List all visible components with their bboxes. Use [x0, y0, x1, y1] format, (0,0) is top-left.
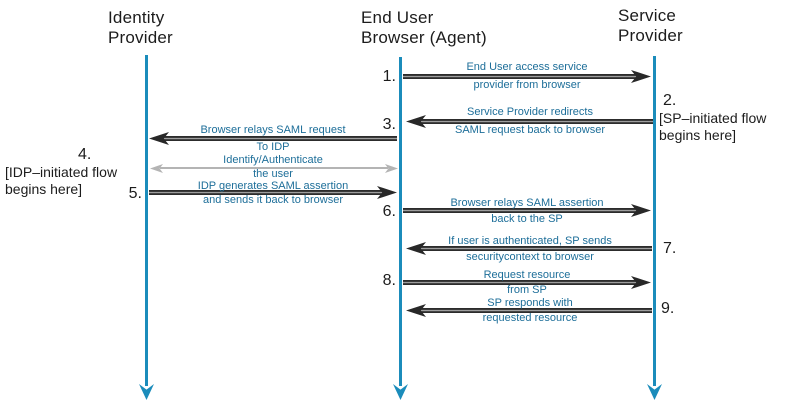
message-6-label-line2: back to the SP [491, 213, 563, 225]
actor-identity-provider-label: Identity Provider [108, 8, 173, 48]
lifeline-end-user-browser [399, 57, 402, 386]
message-arrow-2-shaft [418, 119, 653, 124]
actor-service-provider-line1: Service [618, 6, 677, 25]
actor-end-user-browser-line1: End User [361, 8, 434, 27]
message-arrow-3 [149, 132, 397, 145]
message-7-label-line1: If user is authenticated, SP sends [448, 235, 612, 247]
lifeline-service-provider [653, 56, 656, 386]
message-5-label-line2: and sends it back to browser [202, 194, 344, 206]
auth-arrow-arrowhead-right-icon [385, 164, 398, 173]
message-9-label-line1: SP responds with [487, 297, 573, 309]
step-number-3: 3. [382, 116, 396, 133]
lifeline-end-user-browser-arrow-down-icon [393, 384, 408, 400]
message-6-label-line1: Browser relays SAML assertion [450, 197, 604, 209]
message-8-label-line2: from SP [507, 284, 547, 296]
message-arrow-7 [406, 242, 652, 255]
actor-service-provider-label: Service Provider [618, 6, 683, 46]
message-3-label-line1: Browser relays SAML request [200, 124, 346, 136]
message-arrow-1 [403, 70, 651, 83]
step-number-1: 1. [382, 68, 396, 85]
message-arrow-2 [406, 115, 653, 128]
message-arrow-5 [149, 186, 397, 199]
annotation-idp-initiated-line1: [IDP–initiated flow [5, 164, 118, 180]
actor-identity-provider-line1: Identity [108, 8, 165, 27]
actor-end-user-browser-line2: Browser (Agent) [361, 28, 487, 47]
message-arrow-3-shaft [161, 136, 397, 141]
message-arrow-8 [403, 276, 651, 289]
message-5-label-line1: IDP generates SAML assertion [197, 180, 349, 192]
message-7-label-line2: securitycontext to browser [466, 251, 594, 263]
step-number-4: 4. [78, 146, 92, 163]
auth-label-line2: the user [253, 168, 293, 180]
annotation-sp-initiated-line2: begins here] [659, 127, 737, 143]
actor-identity-provider-line2: Provider [108, 28, 173, 47]
step-number-8: 8. [382, 272, 396, 289]
actor-service-provider-line2: Provider [618, 26, 683, 45]
message-arrow-6-shaft [403, 208, 639, 213]
message-8-label-line1: Request resource [483, 269, 571, 281]
message-9-label-line2: requested resource [482, 312, 578, 324]
actor-end-user-browser-label: End User Browser (Agent) [361, 8, 487, 48]
message-arrow-8-shaft [403, 280, 639, 285]
message-arrow-6 [403, 204, 651, 217]
auth-arrow [150, 163, 398, 173]
auth-arrow-arrowhead-left-icon [150, 164, 163, 173]
annotation-sp-initiated: [SP–initiated flow begins here] [659, 110, 766, 144]
lifeline-service-provider-arrow-down-icon [647, 384, 662, 400]
message-2-label-line1: Service Provider redirects [467, 106, 593, 118]
lifeline-identity-provider [145, 55, 148, 386]
step-number-2: 2. [663, 92, 677, 109]
step-number-7: 7. [663, 240, 677, 257]
annotation-idp-initiated: [IDP–initiated flow begins here] [5, 164, 117, 198]
step-number-6: 6. [382, 203, 396, 220]
message-arrow-1-shaft [403, 74, 639, 79]
annotation-idp-initiated-line2: begins here] [5, 181, 83, 197]
message-arrow-7-shaft [418, 246, 652, 251]
message-1-label-line2: provider from browser [473, 79, 581, 91]
auth-arrow-shaft [160, 167, 388, 169]
message-2-label-line2: SAML request back to browser [455, 124, 605, 136]
annotation-sp-initiated-line1: [SP–initiated flow [659, 110, 767, 126]
auth-label-line1: Identify/Authenticate [223, 154, 323, 166]
message-arrow-5-shaft [149, 190, 385, 195]
message-3-label-line2: To IDP [256, 141, 290, 153]
message-arrow-9-shaft [418, 308, 652, 313]
step-number-5: 5. [128, 185, 142, 202]
lifeline-identity-provider-arrow-down-icon [139, 384, 154, 400]
step-number-9: 9. [661, 300, 675, 317]
message-arrow-9 [406, 304, 652, 317]
message-1-label-line1: End User access service [466, 61, 588, 73]
